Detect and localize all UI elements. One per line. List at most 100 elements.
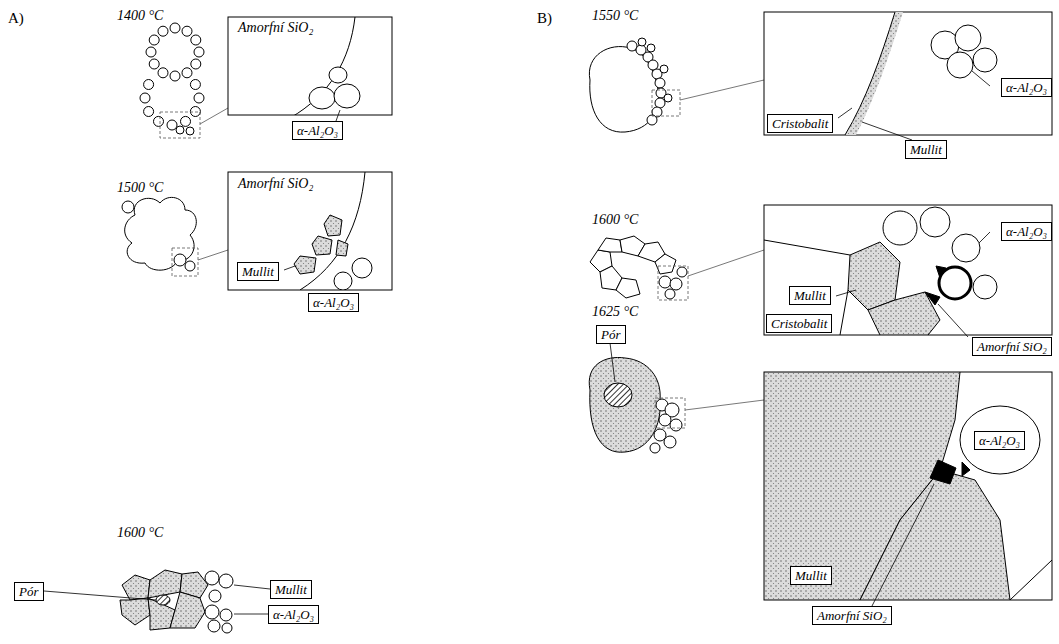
sintered-grains [589,343,764,453]
zoom-inset [764,207,997,335]
sintered-grains [670,278,682,290]
zoom-inset [228,17,392,115]
sintered-grains [234,585,270,589]
phase-label: Amorfní SiO₂ [238,176,313,192]
zoom-inset [334,84,360,108]
particle-cluster [149,59,159,69]
zoom-inset [838,108,852,118]
sintered-grains [670,419,682,431]
sintered-grains [205,605,219,619]
particle-cluster [655,78,665,88]
sintered-grains [659,414,671,426]
sintered-grains [688,250,764,276]
zoom-inset [764,240,850,255]
sintered-grains [616,278,640,298]
phase-name: α-Al₂O₃ [1006,79,1047,96]
phase-label-box: α-Al₂O₃ [308,293,359,312]
zoom-marker [160,108,228,138]
particle-cluster [191,59,201,69]
zoom-inset [868,292,940,335]
particle-cluster [638,38,646,46]
zoom-inset [979,232,990,243]
zoom-inset [284,266,295,270]
particle-cluster [194,47,204,57]
phase-label-box: Mullit [790,566,832,585]
sintered-grains [209,590,221,602]
zoom-inset [925,292,940,305]
phase-label-box: Mullit [270,580,312,599]
particle-cluster [167,120,177,130]
particle-cluster [170,23,180,33]
particle-cluster [154,116,164,126]
zoom-inset [972,71,990,86]
phase-name: α-Al₂O₃ [297,122,338,139]
phase-label-box: Mullit [905,140,947,159]
zoom-inset [838,71,990,140]
zoom-inset [228,17,392,121]
sintered-grains [590,236,764,300]
zoom-inset [845,12,997,135]
sintered-grains [655,398,685,428]
phase-label-box: Cristobalit [766,314,832,333]
particle-cluster [186,127,194,135]
particle-cluster [652,90,680,116]
phase-name: α-Al₂O₃ [273,606,314,623]
zoom-inset [336,110,340,121]
phase-name: Pór [601,326,621,343]
particle-cluster [191,35,201,45]
zoom-marker [160,112,200,138]
particle-cluster [181,116,191,126]
sintered-grains [208,620,220,632]
phase-label-box: α-Al₂O₃ [974,431,1025,450]
panel-letter: B) [537,10,552,27]
zoom-inset [883,211,917,245]
zoom-inset [883,207,997,299]
zoom-inset [836,232,990,337]
particle-cluster [144,107,154,117]
sintered-grains [222,623,232,633]
zoom-inset [329,67,347,83]
particle-cluster [182,68,192,78]
phase-name: Mullit [794,287,826,304]
particle-cluster [146,47,156,57]
sintered-grains [170,592,205,628]
zoom-inset [228,172,392,290]
phase-name: Pór [19,583,39,600]
sintered-grains [44,585,270,614]
phase-name: Amorfní SiO₂ [817,607,887,624]
sintered-grains [234,614,268,615]
particle-cluster [680,80,764,100]
phase-name: Mullit [795,567,827,584]
zoom-inset [930,460,956,484]
phase-label: Amorfní SiO₂ [238,20,313,36]
zoom-inset [840,290,848,335]
phase-name: α-Al₂O₃ [979,432,1020,449]
sintered-grains [156,595,170,605]
zoom-inset [352,258,372,278]
sintered-grains [219,574,233,588]
zoom-inset [764,372,1052,600]
zoom-inset [764,372,1052,606]
phase-label-box: Cristobalit [767,114,833,133]
particle-cluster [182,26,192,36]
particle-cluster [589,47,658,133]
zoom-inset [764,12,1052,135]
particle-cluster [176,126,184,134]
sintered-grains [205,571,233,633]
particle-cluster [648,60,658,70]
phase-name: Mullit [910,141,942,158]
zoom-inset [862,122,912,140]
zoom-inset [336,240,348,256]
particle-cluster [125,197,197,270]
sintered-grains [205,571,219,585]
particle-cluster [158,26,168,36]
particle-cluster [140,23,204,135]
sintered-grains [148,570,182,598]
particle-cluster [190,107,200,117]
temperature-label: 1500 °C [117,180,163,196]
phase-name: Mullit [275,581,307,598]
zoom-inset [312,236,332,255]
sintered-grains [665,289,675,299]
